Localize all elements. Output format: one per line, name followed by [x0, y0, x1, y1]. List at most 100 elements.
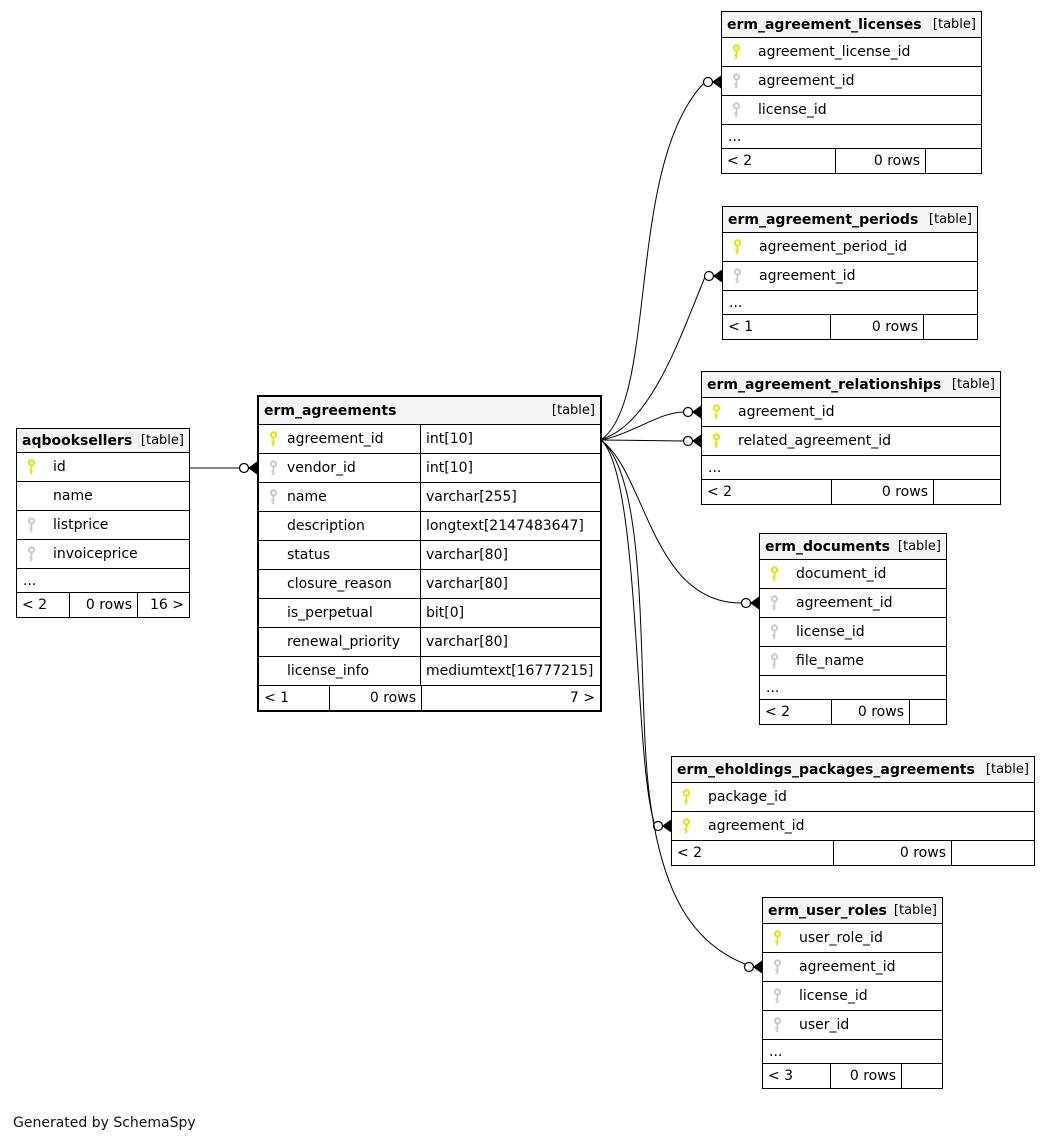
- relationship-edge: [601, 82, 705, 440]
- parents-count[interactable]: < 2: [707, 484, 733, 500]
- column-name-cell: license_info: [259, 657, 420, 685]
- more-columns-row: ...: [760, 676, 946, 700]
- column-row-name: name: [17, 482, 189, 511]
- parents-count[interactable]: < 1: [264, 690, 290, 706]
- row-count: 0 rows: [329, 686, 421, 710]
- row-count: 0 rows: [835, 149, 925, 173]
- parents-count[interactable]: < 3: [768, 1068, 794, 1084]
- table-tag: [table]: [928, 212, 972, 227]
- column-name: file_name: [796, 653, 865, 669]
- column-type: int[10]: [426, 460, 473, 476]
- column-type-cell: mediumtext[16777215]: [420, 657, 600, 685]
- column-row-license_id: license_id: [722, 96, 981, 125]
- column-name-cell: agreement_id: [702, 398, 1000, 426]
- parents-count[interactable]: < 2: [727, 153, 753, 169]
- table-erm_agreement_periods[interactable]: erm_agreement_periods [table] agreement_pe…: [722, 206, 978, 340]
- column-type: varchar[80]: [426, 634, 508, 650]
- column-name-cell: agreement_period_id: [723, 233, 977, 261]
- table-footer: < 2 0 rows: [672, 841, 1034, 865]
- table-name: erm_agreement_periods: [728, 211, 919, 228]
- column-name: renewal_priority: [287, 634, 400, 650]
- edge-circle: [682, 406, 694, 418]
- table-footer: < 2 0 rows: [722, 149, 981, 173]
- children-count[interactable]: [925, 149, 981, 173]
- column-name-cell: document_id: [760, 560, 946, 588]
- column-name: agreement_period_id: [759, 239, 908, 255]
- children-count[interactable]: [909, 700, 946, 724]
- children-count[interactable]: [923, 315, 977, 339]
- children-count[interactable]: [901, 1064, 942, 1088]
- primary-key-icon: [732, 239, 743, 255]
- more-columns-row: ...: [17, 569, 189, 593]
- foreign-key-icon: [769, 595, 780, 611]
- edge-circle: [652, 820, 664, 832]
- column-row-id: id: [17, 453, 189, 482]
- table-erm_agreement_licenses[interactable]: erm_agreement_licenses[table]agreement_l…: [721, 11, 982, 174]
- column-name: license_id: [799, 988, 868, 1004]
- table-name: erm_agreement_licenses: [727, 16, 922, 33]
- relationship-edge: [601, 439, 684, 442]
- children-count[interactable]: 7 >: [421, 686, 600, 710]
- table-erm_agreement_relationships[interactable]: erm_agreement_relationships[table]agreem…: [701, 371, 1001, 505]
- column-row-closure_reason: closure_reason varchar[80]: [259, 570, 600, 599]
- column-name-cell: id: [17, 453, 189, 481]
- column-name: license_id: [758, 102, 827, 118]
- column-row-renewal_priority: renewal_priority varchar[80]: [259, 628, 600, 657]
- parents-count[interactable]: < 1: [728, 319, 754, 335]
- row-count: 0 rows: [830, 315, 923, 339]
- column-name-cell: listprice: [17, 511, 189, 539]
- table-name: erm_eholdings_packages_agreements: [677, 761, 975, 778]
- column-type: int[10]: [426, 431, 473, 447]
- crow-foot-connector: [248, 461, 257, 475]
- column-row-agreement_id: agreement_id: [722, 67, 981, 96]
- column-name-cell: license_id: [722, 96, 981, 124]
- table-tag: [table]: [551, 403, 595, 418]
- column-name-cell: name: [17, 482, 189, 510]
- children-count[interactable]: [933, 480, 1000, 504]
- column-row-invoiceprice: invoiceprice: [17, 540, 189, 569]
- column-name-cell: user_role_id: [763, 924, 942, 952]
- column-name: name: [53, 488, 93, 504]
- table-erm_eholdings_packages_agreements[interactable]: erm_eholdings_packages_agreements[table]…: [671, 756, 1035, 866]
- column-type-cell: varchar[255]: [420, 483, 600, 511]
- parents-count[interactable]: < 2: [765, 704, 791, 720]
- column-name-cell: license_id: [760, 618, 946, 646]
- table-header: erm_agreement_relationships[table]: [702, 372, 1000, 398]
- primary-key-icon: [772, 930, 783, 946]
- column-type-cell: varchar[80]: [420, 628, 600, 656]
- parents-count[interactable]: < 2: [22, 597, 48, 613]
- column-row-license_id: license_id: [763, 982, 942, 1011]
- column-type: mediumtext[16777215]: [426, 663, 594, 679]
- foreign-key-icon: [731, 102, 742, 118]
- column-row-package_id: package_id: [672, 783, 1034, 812]
- column-row-agreement_id: agreement_id: [723, 262, 977, 291]
- children-count[interactable]: 16 >: [137, 593, 189, 617]
- table-name: erm_agreement_relationships: [707, 376, 942, 393]
- foreign-key-icon: [769, 624, 780, 640]
- primary-key-icon: [681, 818, 692, 834]
- parents-count[interactable]: < 2: [677, 845, 703, 861]
- column-row-agreement_id: agreement_id: [763, 953, 942, 982]
- column-row-license_info: license_info mediumtext[16777215]: [259, 657, 600, 686]
- column-type-cell: varchar[80]: [420, 541, 600, 569]
- relationship-edge: [601, 440, 655, 823]
- more-columns-row: ...: [722, 125, 981, 149]
- children-count[interactable]: [951, 841, 1034, 865]
- table-name: aqbooksellers: [22, 432, 133, 449]
- column-name: package_id: [708, 789, 787, 805]
- row-count: 0 rows: [833, 841, 951, 865]
- column-type-cell: varchar[80]: [420, 570, 600, 598]
- table-footer: < 1 0 rows: [723, 315, 977, 339]
- column-name: closure_reason: [287, 576, 392, 592]
- column-type: varchar[80]: [426, 576, 508, 592]
- crow-foot-connector: [692, 434, 701, 448]
